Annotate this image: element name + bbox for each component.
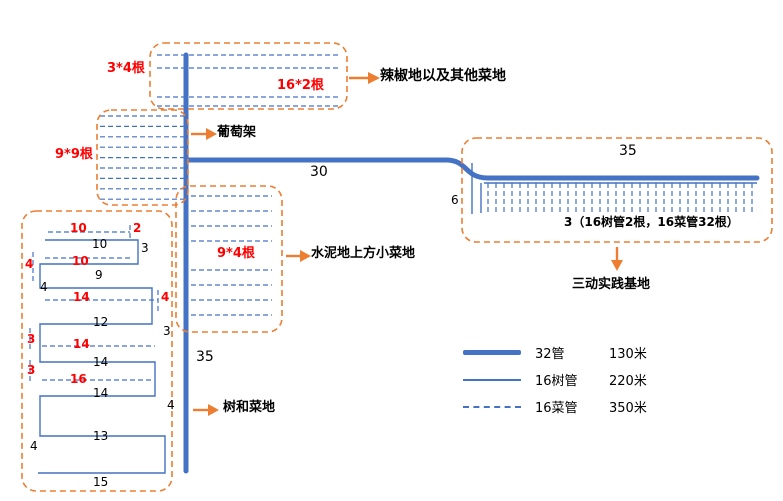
arrow-cement-icon [286, 250, 311, 262]
plot-number-red: 16 [70, 372, 87, 386]
plot-number-red: 10 [70, 221, 87, 235]
plot-number: 14 [93, 355, 109, 369]
main-horizontal-length: 30 [310, 164, 328, 180]
grape-count-label: 9*9根 [55, 147, 93, 162]
plot-number: 10 [92, 237, 108, 251]
plot-number-red: 2 [133, 221, 142, 235]
plot-number-red: 14 [73, 337, 90, 351]
cement-count-label: 9*4根 [217, 246, 255, 261]
plot-number-red: 3 [27, 363, 36, 377]
legend-label: 16树管 [535, 374, 578, 389]
base-pipe-length: 35 [619, 143, 637, 159]
legend-label: 32管 [535, 347, 565, 362]
plot-number-red: 4 [25, 257, 34, 271]
arrow-tree-icon [193, 404, 219, 416]
legend-value: 350米 [609, 401, 647, 416]
plot-number: 13 [93, 429, 109, 443]
region-outlines [21, 42, 773, 492]
region-pepper-outline [149, 42, 348, 110]
cement-field-label: 水泥地上方小菜地 [311, 246, 416, 261]
arrow-grape-icon [191, 128, 217, 140]
tree-field-label: 树和菜地 [223, 400, 276, 415]
legend-label: 16菜管 [535, 401, 578, 416]
arrow-base-down-icon [611, 247, 623, 271]
grape-trellis-label: 葡萄架 [217, 125, 257, 140]
region-grape-outline [96, 109, 189, 206]
legend-value: 220米 [609, 374, 647, 389]
arrow-pepper-icon [349, 72, 380, 84]
legend-row-16-tree: 16树管 220米 [463, 366, 647, 393]
plot-number: 4 [30, 439, 38, 453]
plot-number: 14 [93, 386, 109, 400]
plot-number: 4 [167, 398, 175, 412]
base-drop-length: 6 [451, 193, 459, 207]
main-vertical-length: 35 [196, 349, 214, 365]
legend-value: 130米 [609, 347, 647, 362]
plot-number: 12 [93, 315, 109, 329]
base-pipe-detail-label: 3（16树管2根，16菜管32根） [564, 215, 739, 229]
plot-number: 15 [93, 475, 109, 489]
plot-number: 9 [95, 268, 103, 282]
pepper-count-label: 3*4根 [107, 61, 145, 76]
plot-number: 4 [40, 280, 48, 294]
tree-pipe-serpentine [38, 239, 166, 474]
legend-16-veg-pipe-icon [463, 405, 521, 408]
practice-base-label: 三动实践基地 [572, 277, 651, 292]
legend: 32管 130米 16树管 220米 16菜管 350米 [463, 339, 647, 420]
legend-row-32: 32管 130米 [463, 339, 647, 366]
veg-pipe-dashed-lines [29, 54, 753, 384]
legend-row-16-veg: 16菜管 350米 [463, 393, 647, 420]
pepper-field-label: 辣椒地以及其他菜地 [380, 68, 506, 84]
plot-number-red: 10 [72, 254, 89, 268]
plot-number-red: 14 [73, 290, 90, 304]
pepper-inner-count-label: 16*2根 [277, 78, 324, 93]
plot-number: 3 [163, 324, 171, 338]
base-tree-pipes [471, 163, 757, 214]
arrows [191, 72, 623, 416]
plot-number-red: 3 [27, 332, 36, 346]
legend-32-pipe-icon [463, 350, 521, 355]
region-tree-outline [21, 210, 173, 492]
plot-number-red: 4 [161, 290, 170, 304]
region-base-outline [461, 137, 773, 243]
plot-number: 3 [141, 241, 149, 255]
legend-16-tree-pipe-icon [463, 378, 521, 381]
main-pipe-horizontal [183, 157, 760, 181]
